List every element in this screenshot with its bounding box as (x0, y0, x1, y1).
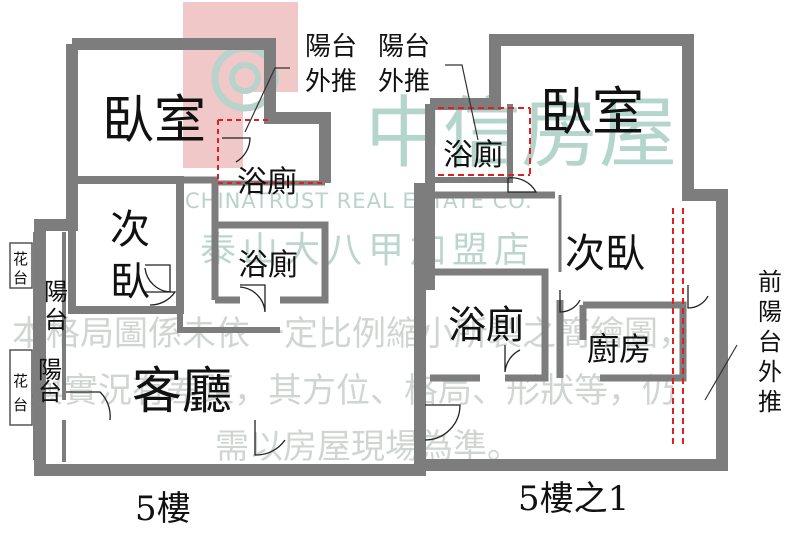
room-second-bedroom-5-1: 次臥 (565, 231, 645, 277)
flower-rack-top (9, 242, 33, 289)
disclaimer-line-2: 與實況有差距，其方位、格局、形狀等，仍 (30, 371, 676, 411)
outer-wall (414, 34, 728, 471)
room-bathroom-5-1-a: 浴廁 (443, 138, 503, 173)
floor-5-1-plan (414, 34, 728, 471)
leader-line-front (704, 344, 738, 401)
balcony-5-top-b: 台 (44, 306, 68, 334)
door-swing (559, 290, 581, 313)
room-bedroom-5-1: 臥室 (540, 83, 644, 143)
front-balcony-char-1: 前 (758, 268, 782, 296)
annotation-balcony-out-left-b: 外推 (305, 67, 357, 97)
balcony-out-markers-left (217, 119, 325, 184)
door-swing (222, 137, 251, 163)
annotation-balcony-out-right-b: 外推 (378, 67, 430, 97)
room-living-5: 客廳 (132, 362, 232, 420)
door-swing (145, 291, 177, 306)
watermark-store: 泰山大八甲加盟店 (200, 230, 536, 271)
room-kitchen-5-1: 廚房 (587, 330, 651, 368)
disclaimer-line-1: 本格局圖係未依一定比例縮小所製之簡繪圖， (12, 314, 692, 354)
inner-wall (68, 180, 184, 314)
floor-5-1-caption: 5樓之1 (518, 479, 629, 519)
doors-right (424, 177, 709, 441)
annotation-balcony-out-right-a: 陽台 (378, 32, 430, 62)
watermark-brand: 中信房屋 (365, 89, 677, 179)
inner-wall (430, 104, 513, 183)
front-balcony-char-5: 推 (758, 388, 782, 416)
front-balcony-char-4: 外 (758, 358, 782, 386)
balcony-5-bottom-a: 陽 (38, 356, 62, 384)
doors-left (66, 137, 286, 456)
door-swing (687, 285, 709, 309)
leader-line-left (244, 67, 290, 133)
room-second-bedroom-5-top: 次 (110, 207, 150, 253)
door-swing (507, 177, 538, 193)
door-swing (504, 345, 521, 373)
inner-wall (430, 268, 549, 382)
door-swing (239, 284, 266, 313)
flower-rack-top-b: 台 (13, 269, 28, 287)
floor-5-caption: 5樓 (135, 489, 191, 529)
balcony-out-markers-right (438, 107, 684, 445)
front-balcony-char-2: 陽 (758, 298, 782, 326)
door-swing (424, 404, 461, 441)
balcony-5-bottom-b: 台 (38, 378, 62, 406)
watermark-logo-circle (229, 62, 261, 94)
inner-wall (180, 176, 219, 300)
annotation-balcony-out-left-a: 陽台 (305, 32, 357, 62)
flower-rack-bottom-a: 花 (13, 372, 28, 390)
room-bathroom-5-1-b: 浴廁 (448, 303, 524, 347)
flower-rack-top-a: 花 (13, 250, 28, 268)
balcony-5-top-a: 陽 (44, 278, 68, 306)
door-swing (66, 391, 111, 421)
room-bathroom-5-a: 浴廁 (237, 165, 297, 200)
leader-line-right (445, 64, 479, 141)
room-bedroom-5: 臥室 (102, 91, 206, 151)
inner-wall (177, 310, 280, 333)
leader-lines (244, 64, 738, 401)
flower-rack-bottom (9, 349, 33, 426)
flower-racks (9, 242, 33, 426)
room-second-bedroom-5-bottom: 臥 (110, 259, 150, 305)
room-bathroom-5-b: 浴廁 (238, 248, 298, 283)
flower-rack-bottom-b: 台 (13, 396, 28, 414)
front-balcony-char-3: 台 (758, 328, 782, 356)
door-swing (254, 420, 286, 456)
inner-wall (215, 221, 329, 304)
outer-wall (72, 38, 331, 183)
